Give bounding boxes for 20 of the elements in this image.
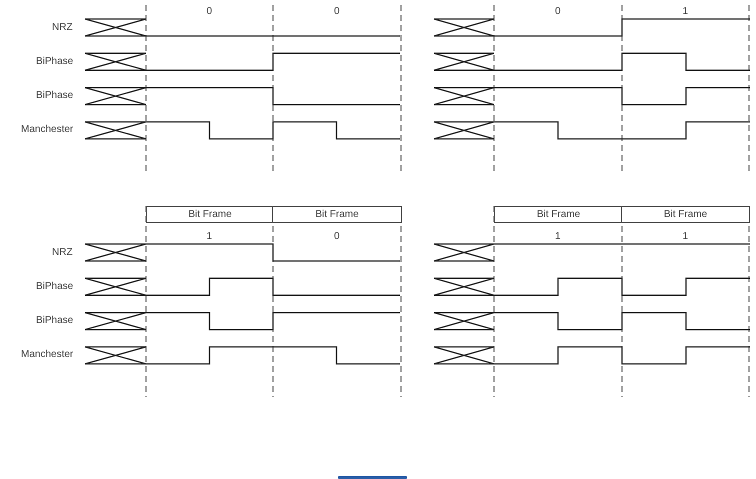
signal-label: BiPhase	[36, 90, 74, 102]
signal-label: NRZ	[52, 246, 73, 258]
bit-value: 0	[206, 6, 212, 18]
signal-label: BiPhase	[36, 315, 74, 328]
bit-value: 0	[334, 6, 340, 18]
signal-label: BiPhase	[36, 56, 74, 68]
bit-frame-header: Bit Frame	[146, 206, 274, 223]
bit-value: 0	[334, 231, 340, 243]
bit-frame-header: Bit Frame	[494, 206, 623, 223]
signal-label: Manchester	[21, 124, 74, 136]
bit-value: 1	[682, 6, 688, 18]
signal-label: BiPhase	[36, 280, 74, 293]
signal-label: Manchester	[21, 349, 74, 362]
signal-label: NRZ	[52, 22, 73, 34]
bit-value: 1	[555, 231, 561, 243]
bit-frame-header: Bit Frame	[621, 206, 750, 223]
bit-value: 1	[206, 231, 212, 243]
bit-frame-header: Bit Frame	[272, 206, 402, 223]
bit-value: 1	[682, 231, 688, 243]
bit-value: 0	[555, 6, 561, 18]
